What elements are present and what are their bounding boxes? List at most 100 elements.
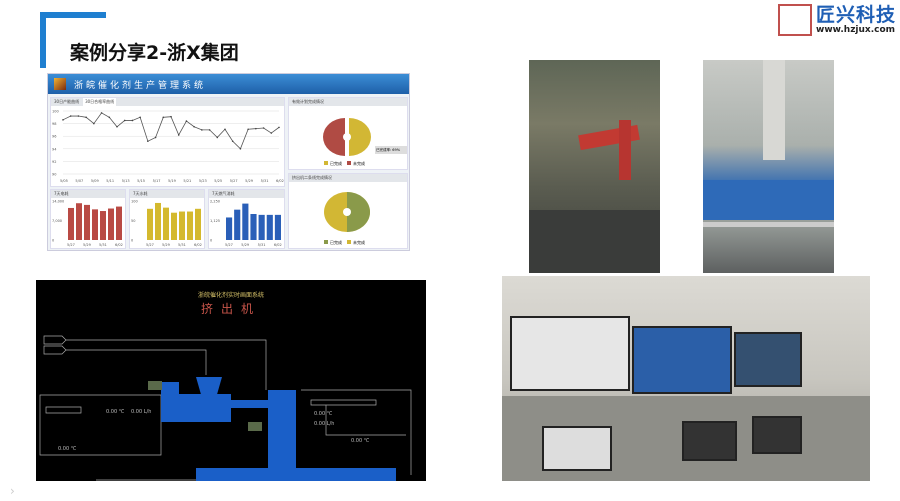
logo-seal-icon <box>778 4 812 36</box>
scada-subtitle: 挤出机 <box>200 302 261 316</box>
pie-title: 有效计划完成情况 <box>289 98 407 106</box>
next-slide-arrow-icon[interactable]: › <box>10 484 15 498</box>
data-point <box>69 115 72 117</box>
y-tick-label: 0 <box>131 239 133 243</box>
bar <box>84 204 90 240</box>
photo-factory-pipes <box>703 60 834 273</box>
bar <box>187 211 193 240</box>
data-point <box>177 134 180 136</box>
tab-capacity[interactable]: 30日产能曲线 <box>54 99 80 104</box>
data-point <box>131 119 134 122</box>
readout: 0.00 ℃ <box>58 446 77 452</box>
pie-slice-unfinished <box>323 118 345 156</box>
y-tick-label: 0 <box>210 239 212 243</box>
pie-panel-plan: 有效计划完成情况 已完成 未完成 已完成率: 69% <box>288 97 408 170</box>
x-tick-label: 5/27 <box>225 243 233 247</box>
bar <box>250 214 257 240</box>
dashboard-title: 浙皖催化剂生产管理系统 <box>74 80 207 91</box>
legend-unfinished: 未完成 <box>353 160 365 166</box>
photo-factory-robot-arm <box>529 60 660 273</box>
data-point <box>77 115 80 117</box>
bar <box>258 214 265 240</box>
extruder-pie-chart: 已完成 未完成 <box>324 192 370 245</box>
y-tick-label: 100 <box>52 110 59 114</box>
x-tick-label: 5/05 <box>60 179 68 183</box>
y-tick-label: 92 <box>52 160 56 164</box>
plan-pie-chart: 已完成 未完成 已完成率: 69% <box>323 118 407 166</box>
bar <box>274 214 281 240</box>
x-tick-label: 5/21 <box>183 179 191 183</box>
bar <box>171 212 177 240</box>
x-tick-label: 6/02 <box>276 179 284 183</box>
pie-slice-finished <box>349 118 371 156</box>
data-point <box>154 136 157 139</box>
data-point <box>201 129 203 131</box>
pie-tooltip: 已完成率: 69% <box>376 147 401 152</box>
y-tick-label: 94 <box>52 147 57 151</box>
y-tick-label: 2,250 <box>210 200 220 204</box>
data-point <box>116 125 118 128</box>
x-tick-label: 5/13 <box>122 179 130 183</box>
x-tick-label: 5/27 <box>67 243 75 247</box>
bar <box>242 203 249 240</box>
x-tick-label: 5/25 <box>214 179 222 183</box>
data-point <box>85 116 87 119</box>
data-point <box>224 128 226 131</box>
x-tick-label: 5/17 <box>153 179 161 183</box>
y-tick-label: 90 <box>52 173 56 177</box>
bar <box>100 211 106 240</box>
data-point <box>100 112 103 114</box>
readout: 0.00 ℃ <box>106 409 125 415</box>
y-tick-label: 1,125 <box>210 219 220 223</box>
data-point <box>108 116 111 119</box>
x-tick-label: 5/31 <box>258 243 266 247</box>
x-tick-label: 5/07 <box>75 179 83 183</box>
scada-screenshot: 浙皖催化剂实时画面系统 挤出机 0.00 ℃ 0.00 L/h 0.00 ℃ 0… <box>36 280 426 481</box>
data-point <box>208 129 211 131</box>
pie-panel-extruder: 挤出机二条线完成情况 已完成 未完成 <box>288 173 408 249</box>
x-tick-label: 5/29 <box>83 243 91 247</box>
data-point <box>123 119 126 122</box>
slide-title: 案例分享2-浙X集团 <box>70 42 239 64</box>
data-point <box>270 132 273 134</box>
x-tick-label: 5/09 <box>91 179 99 183</box>
data-point <box>262 127 265 129</box>
pie-title: 挤出机二条线完成情况 <box>289 174 407 182</box>
x-tick-label: 5/29 <box>241 243 249 247</box>
extruder-diagram: 0.00 ℃ 0.00 L/h 0.00 ℃ 0.00 L/h 0.00 ℃ 0… <box>39 335 412 481</box>
title-bracket-left <box>40 12 46 68</box>
bar <box>147 208 153 240</box>
company-logo: 匠兴科技 www.hzjux.com <box>778 4 896 36</box>
y-tick-label: 96 <box>52 135 56 139</box>
x-tick-label: 5/29 <box>245 179 253 183</box>
bar <box>195 208 201 240</box>
scada-title: 浙皖催化剂实时画面系统 <box>197 292 264 299</box>
x-tick-label: 5/31 <box>261 179 269 183</box>
title-bracket-top <box>40 12 106 18</box>
bar <box>116 206 122 240</box>
bar-title: 7天水耗 <box>130 190 204 198</box>
data-point <box>162 116 165 119</box>
data-point <box>62 119 64 121</box>
bar-title: 7天燃气消耗 <box>209 190 284 198</box>
data-point <box>193 125 195 128</box>
series-line <box>62 112 280 150</box>
data-point <box>255 127 257 130</box>
x-tick-label: 5/27 <box>230 179 238 183</box>
y-tick-label: 14,000 <box>52 200 64 204</box>
x-tick-label: 5/31 <box>99 243 107 247</box>
dashboard-header: 浙皖催化剂生产管理系统 <box>48 74 409 94</box>
tab-quality[interactable]: 30日合格率曲线 <box>83 98 117 106</box>
x-tick-label: 6/02 <box>274 243 282 247</box>
legend-finished: 已完成 <box>330 160 342 166</box>
readout: 0.00 ℃ <box>351 438 370 444</box>
readout: 0.00 L/h <box>131 409 151 415</box>
data-point <box>139 116 141 119</box>
bar <box>92 209 98 240</box>
